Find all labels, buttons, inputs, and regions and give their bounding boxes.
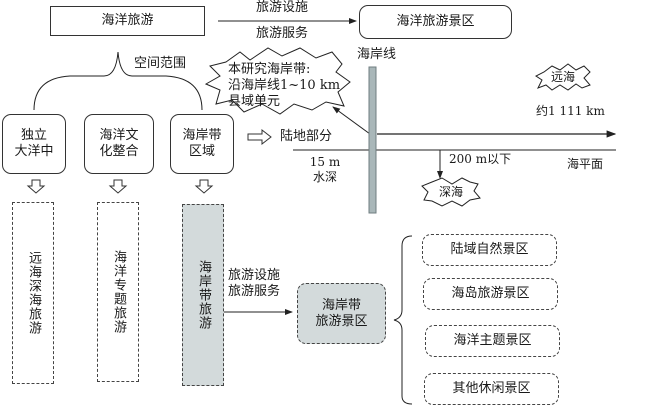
- marine-scenic-area-box: 海洋旅游景区: [359, 5, 512, 39]
- hollow-right-arrow: [247, 128, 272, 146]
- marine-scenic-area-label: 海洋旅游景区: [396, 14, 475, 29]
- distance-label: 约1 111 km: [536, 104, 605, 118]
- callout-pointer: [332, 106, 371, 135]
- subtype-label: 其他休闲景区: [452, 381, 531, 396]
- scenic-line-2: 旅游景区: [315, 313, 368, 329]
- marine-tourism-box: 海洋旅游: [50, 6, 205, 36]
- coastal-scenic-area-box: 海岸带 旅游景区: [297, 283, 386, 344]
- callout-starburst: [204, 47, 351, 115]
- deep-sea-label: 深海: [439, 185, 464, 199]
- callout-line-3: 县域单元: [228, 94, 281, 109]
- result-label: 海岸带旅游: [196, 260, 211, 330]
- bottom-arrow-label-facilities: 旅游设施: [228, 268, 281, 283]
- coastline-bar: [368, 66, 377, 214]
- top-arrow-label-facilities: 旅游设施: [256, 0, 309, 15]
- depth-value: 15 m: [309, 155, 341, 169]
- result-coastal-tourism: 海岸带旅游: [182, 204, 224, 386]
- bottom-arrow-label-services: 旅游服务: [228, 284, 281, 299]
- category-line-2: 化整合: [99, 144, 139, 159]
- category-open-ocean: 独立 大洋中: [2, 114, 66, 174]
- spatial-scope-label: 空间范围: [134, 56, 187, 71]
- subtype-other-leisure: 其他休闲景区: [424, 373, 559, 405]
- land-part-label: 陆地部分: [280, 129, 333, 144]
- top-arrow-label-services: 旅游服务: [256, 26, 309, 41]
- depth-label: 水深: [312, 170, 337, 184]
- subtype-marine-theme: 海洋主题景区: [425, 325, 560, 357]
- result-marine-theme-tourism: 海洋专题旅游: [97, 202, 139, 382]
- subtype-label: 海洋主题景区: [453, 333, 532, 348]
- result-label: 远海深海旅游: [26, 251, 41, 335]
- callout-line-2: 沿海岸线1~10 km: [228, 78, 341, 93]
- far-sea-label: 远海: [551, 70, 576, 84]
- sea-level-label: 海平面: [567, 157, 604, 171]
- category-line-2: 区域: [188, 144, 215, 159]
- deep-sea-starburst: [421, 177, 481, 207]
- category-marine-culture: 海洋文 化整合: [84, 114, 154, 174]
- hollow-down-arrows: [26, 179, 214, 194]
- callout-line-1: 本研究海岸带:: [228, 62, 311, 77]
- category-coastal-zone: 海岸带 区域: [170, 114, 234, 174]
- category-line-1: 独立: [20, 128, 47, 143]
- coastline-label: 海岸线: [357, 47, 397, 62]
- shallow-depth: 15 m 水深: [308, 155, 342, 185]
- deep-sea-depth-label: 200 m以下: [449, 152, 512, 166]
- scenic-line-1: 海岸带: [321, 297, 361, 313]
- subtype-label: 陆域自然景区: [450, 242, 529, 257]
- subtype-island-tourism: 海岛旅游景区: [423, 278, 558, 310]
- subtype-brace: [393, 235, 413, 405]
- result-far-deep-sea-tourism: 远海深海旅游: [12, 202, 54, 384]
- bottom-arrow-labels: 旅游设施 旅游服务: [228, 268, 280, 300]
- far-sea-starburst: [535, 63, 591, 91]
- subtype-label: 海岛旅游景区: [451, 286, 530, 301]
- category-line-2: 大洋中: [14, 144, 54, 159]
- category-line-1: 海岸带: [182, 128, 222, 143]
- study-area-callout: 本研究海岸带: 沿海岸线1~10 km 县域单元: [228, 62, 340, 110]
- marine-tourism-label: 海洋旅游: [101, 13, 154, 28]
- subtype-land-nature: 陆域自然景区: [422, 234, 557, 266]
- result-label: 海洋专题旅游: [111, 250, 126, 334]
- category-line-1: 海洋文: [99, 128, 139, 143]
- scope-brace: [33, 51, 203, 111]
